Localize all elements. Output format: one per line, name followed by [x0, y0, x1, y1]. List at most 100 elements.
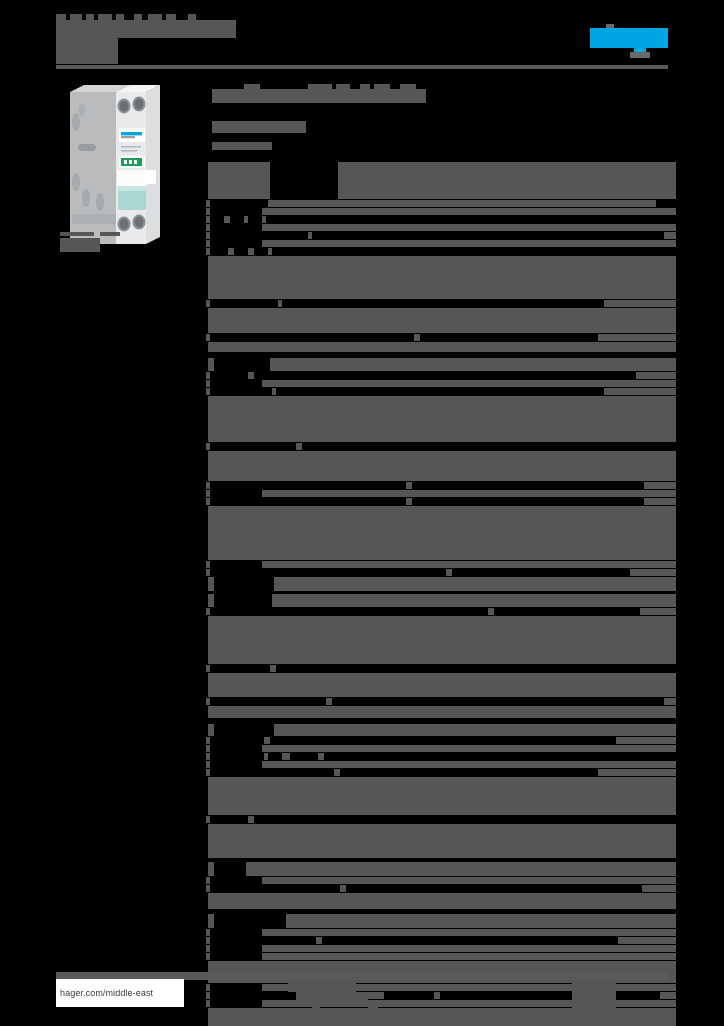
table-row	[206, 753, 676, 760]
table-row	[206, 885, 676, 892]
redacted-cell-7-2	[248, 248, 254, 255]
redacted-cell-0-0	[208, 162, 270, 199]
redacted-cell-41-1	[248, 816, 254, 823]
table-row	[206, 372, 676, 379]
table-row	[206, 745, 676, 752]
table-row	[206, 594, 676, 607]
logo-notch-top	[606, 24, 614, 29]
redacted-cell-42-0	[208, 824, 676, 858]
redacted-cell-2-0	[206, 208, 210, 215]
page-header	[48, 0, 676, 72]
redacted-cell-27-0	[208, 594, 214, 607]
redacted-cell-1-0	[206, 200, 210, 207]
table-row	[206, 862, 676, 876]
redacted-cell-44-0	[206, 877, 210, 884]
redacted-cell-35-0	[206, 737, 210, 744]
table-row	[206, 490, 676, 497]
redacted-caption-block-2	[60, 238, 100, 252]
redacted-cell-5-1	[308, 232, 312, 239]
redacted-cell-50-0	[206, 945, 210, 952]
redacted-cell-20-2	[644, 482, 676, 489]
redacted-cell-55-0	[206, 1000, 210, 1007]
redacted-title-block-0	[244, 84, 260, 89]
redacted-cell-43-1	[246, 862, 676, 876]
table-row	[206, 616, 676, 664]
redacted-cell-47-1	[286, 914, 676, 928]
redacted-header-block-3	[98, 14, 112, 20]
redacted-cell-25-0	[206, 569, 210, 576]
redacted-cell-24-1	[262, 561, 676, 568]
redacted-cell-49-2	[618, 937, 676, 944]
redacted-cell-36-0	[206, 745, 210, 752]
redacted-cell-20-0	[206, 482, 210, 489]
table-row	[206, 1000, 676, 1007]
redacted-cell-9-2	[604, 300, 676, 307]
redacted-cell-24-0	[206, 561, 210, 568]
table-row	[206, 224, 676, 231]
redacted-cell-17-0	[208, 396, 676, 442]
table-row	[206, 358, 676, 371]
redacted-caption-block-1	[100, 232, 120, 236]
redacted-cell-34-1	[274, 724, 676, 736]
header-divider	[56, 65, 668, 69]
redacted-cell-31-0	[208, 673, 676, 697]
logo-underline	[630, 52, 650, 58]
table-row	[206, 816, 676, 823]
redacted-footer-block-5	[572, 982, 616, 1008]
footer-divider	[56, 972, 668, 980]
table-row	[206, 334, 676, 341]
table-row	[206, 577, 676, 591]
redacted-cell-22-1	[406, 498, 412, 505]
redacted-header-block-9	[56, 20, 236, 38]
redacted-cell-30-0	[206, 665, 210, 672]
redacted-cell-41-0	[206, 816, 210, 823]
redacted-cell-40-0	[208, 777, 676, 815]
table-row	[206, 914, 676, 928]
table-row	[206, 482, 676, 489]
table-row	[206, 342, 676, 352]
table-row	[206, 673, 676, 697]
redacted-footer-block-3	[312, 1002, 320, 1008]
redacted-header-block-10	[56, 38, 118, 64]
redacted-cell-47-0	[208, 914, 214, 928]
redacted-cell-48-0	[206, 929, 210, 936]
redacted-cell-37-3	[318, 753, 324, 760]
table-row	[206, 308, 676, 333]
table-row	[206, 877, 676, 884]
redacted-cell-28-2	[640, 608, 676, 615]
redacted-cell-48-1	[262, 929, 676, 936]
redacted-title-block-7	[212, 121, 306, 133]
redacted-cell-5-2	[664, 232, 676, 239]
redacted-cell-38-0	[206, 761, 210, 768]
redacted-cell-26-1	[274, 577, 676, 591]
table-row	[206, 665, 676, 672]
redacted-cell-15-1	[262, 380, 676, 387]
table-row	[206, 984, 676, 991]
redacted-cell-45-0	[206, 885, 210, 892]
redacted-cell-4-1	[262, 224, 676, 231]
redacted-cell-8-0	[208, 256, 676, 299]
redacted-footer-block-4	[368, 1002, 378, 1008]
redacted-cell-49-1	[316, 937, 322, 944]
table-row	[206, 893, 676, 909]
redacted-cell-6-1	[262, 240, 676, 247]
redacted-cell-16-0	[206, 388, 210, 395]
redacted-cell-33-0	[208, 706, 676, 718]
table-row	[206, 561, 676, 568]
redacted-cell-25-1	[446, 569, 452, 576]
table-row	[206, 232, 676, 239]
table-row	[206, 937, 676, 944]
redacted-header-block-6	[148, 14, 162, 20]
table-row	[206, 992, 676, 999]
redacted-cell-50-1	[262, 945, 676, 952]
redacted-cell-56-0	[208, 1008, 676, 1026]
table-row	[206, 569, 676, 576]
footer-url-box[interactable]: hager.com/middle-east	[56, 979, 184, 1007]
redacted-cell-38-1	[262, 761, 676, 768]
redacted-cell-54-1	[434, 992, 440, 999]
redacted-cell-26-0	[208, 577, 214, 591]
page-footer: hager.com/middle-east	[48, 960, 676, 1024]
redacted-cell-39-1	[334, 769, 340, 776]
table-row	[206, 506, 676, 560]
